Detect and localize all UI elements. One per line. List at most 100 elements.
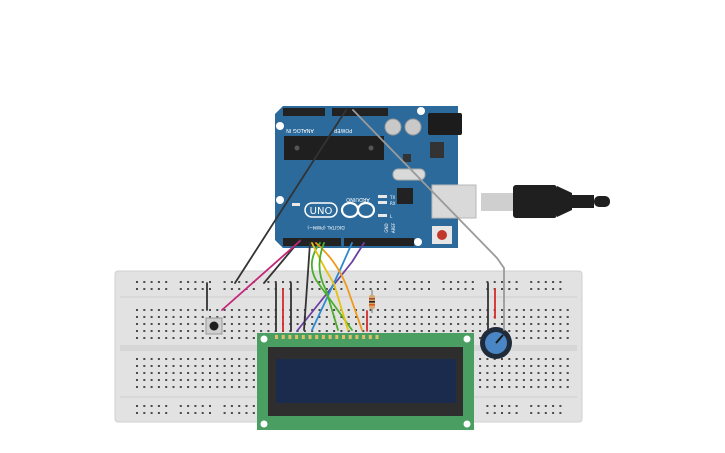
breadboard-hole[interactable] [209, 405, 211, 407]
breadboard-hole[interactable] [230, 379, 233, 381]
breadboard-hole[interactable] [165, 337, 168, 339]
breadboard-hole[interactable] [172, 365, 175, 367]
breadboard-hole[interactable] [201, 309, 204, 311]
breadboard-hole[interactable] [230, 337, 233, 339]
breadboard-hole[interactable] [449, 316, 452, 318]
breadboard-hole[interactable] [143, 405, 146, 407]
breadboard-hole[interactable] [201, 379, 204, 381]
breadboard-hole[interactable] [143, 365, 146, 367]
breadboard-hole[interactable] [157, 379, 160, 381]
breadboard-hole[interactable] [369, 330, 372, 332]
breadboard-hole[interactable] [530, 412, 533, 414]
breadboard-hole[interactable] [501, 405, 503, 407]
breadboard-hole[interactable] [544, 386, 547, 388]
breadboard-hole[interactable] [238, 379, 241, 381]
breadboard-hole[interactable] [201, 323, 204, 325]
breadboard-hole[interactable] [274, 281, 277, 283]
breadboard-hole[interactable] [223, 372, 226, 374]
breadboard-hole[interactable] [544, 323, 547, 325]
breadboard-hole[interactable] [508, 379, 511, 381]
breadboard-hole[interactable] [486, 365, 489, 367]
breadboard-hole[interactable] [493, 358, 496, 360]
breadboard-hole[interactable] [136, 358, 138, 360]
breadboard-hole[interactable] [479, 316, 482, 318]
breadboard-hole[interactable] [406, 309, 409, 311]
breadboard-hole[interactable] [522, 330, 525, 332]
breadboard-hole[interactable] [559, 379, 562, 381]
breadboard-hole[interactable] [530, 288, 533, 290]
breadboard-hole[interactable] [187, 288, 190, 290]
breadboard-hole[interactable] [201, 365, 204, 367]
breadboard-hole[interactable] [179, 288, 182, 290]
breadboard-hole[interactable] [435, 316, 438, 318]
breadboard-hole[interactable] [282, 281, 284, 283]
breadboard-hole[interactable] [544, 309, 547, 311]
breadboard-hole[interactable] [179, 337, 182, 339]
breadboard-hole[interactable] [296, 309, 299, 311]
breadboard-hole[interactable] [522, 386, 525, 388]
breadboard-hole[interactable] [150, 316, 153, 318]
breadboard-hole[interactable] [537, 379, 540, 381]
breadboard-hole[interactable] [428, 323, 430, 325]
breadboard-hole[interactable] [537, 330, 540, 332]
breadboard-hole[interactable] [230, 372, 233, 374]
breadboard-hole[interactable] [530, 309, 533, 311]
breadboard-hole[interactable] [201, 281, 204, 283]
breadboard-hole[interactable] [428, 316, 430, 318]
breadboard-hole[interactable] [435, 323, 438, 325]
breadboard-hole[interactable] [501, 358, 503, 360]
breadboard-hole[interactable] [230, 405, 233, 407]
breadboard-hole[interactable] [355, 323, 357, 325]
breadboard-hole[interactable] [157, 288, 160, 290]
breadboard-hole[interactable] [311, 309, 314, 311]
breadboard-hole[interactable] [559, 281, 562, 283]
breadboard-hole[interactable] [150, 412, 153, 414]
breadboard-hole[interactable] [209, 372, 211, 374]
breadboard-hole[interactable] [406, 288, 409, 290]
breadboard-hole[interactable] [267, 316, 270, 318]
breadboard-hole[interactable] [537, 405, 540, 407]
breadboard-hole[interactable] [157, 281, 160, 283]
breadboard-hole[interactable] [530, 405, 533, 407]
breadboard-hole[interactable] [384, 323, 387, 325]
breadboard-hole[interactable] [515, 412, 518, 414]
breadboard-hole[interactable] [442, 316, 445, 318]
breadboard-hole[interactable] [544, 379, 547, 381]
breadboard-hole[interactable] [260, 323, 263, 325]
breadboard-hole[interactable] [413, 281, 416, 283]
breadboard-hole[interactable] [194, 281, 197, 283]
breadboard-hole[interactable] [493, 323, 496, 325]
breadboard-hole[interactable] [515, 365, 518, 367]
breadboard-hole[interactable] [479, 309, 482, 311]
breadboard-hole[interactable] [223, 405, 226, 407]
breadboard-hole[interactable] [303, 330, 306, 332]
breadboard-hole[interactable] [376, 281, 379, 283]
breadboard-hole[interactable] [230, 330, 233, 332]
breadboard-hole[interactable] [136, 386, 138, 388]
breadboard-hole[interactable] [187, 405, 190, 407]
breadboard-hole[interactable] [522, 316, 525, 318]
breadboard-hole[interactable] [150, 337, 153, 339]
breadboard-hole[interactable] [194, 365, 197, 367]
breadboard-hole[interactable] [479, 358, 482, 360]
breadboard-hole[interactable] [172, 316, 175, 318]
breadboard-hole[interactable] [136, 412, 138, 414]
breadboard-hole[interactable] [209, 412, 211, 414]
breadboard-hole[interactable] [245, 281, 248, 283]
breadboard-hole[interactable] [508, 405, 511, 407]
breadboard-hole[interactable] [245, 386, 248, 388]
breadboard-hole[interactable] [179, 358, 182, 360]
breadboard-hole[interactable] [136, 309, 138, 311]
breadboard-hole[interactable] [486, 386, 489, 388]
breadboard-hole[interactable] [172, 323, 175, 325]
breadboard-hole[interactable] [486, 412, 489, 414]
breadboard-hole[interactable] [333, 323, 336, 325]
wire-magenta[interactable] [221, 240, 301, 311]
breadboard-hole[interactable] [150, 386, 153, 388]
breadboard-hole[interactable] [515, 316, 518, 318]
breadboard-hole[interactable] [172, 358, 175, 360]
usb-cable[interactable] [481, 185, 610, 218]
breadboard-hole[interactable] [537, 316, 540, 318]
breadboard-hole[interactable] [508, 365, 511, 367]
breadboard-hole[interactable] [143, 386, 146, 388]
